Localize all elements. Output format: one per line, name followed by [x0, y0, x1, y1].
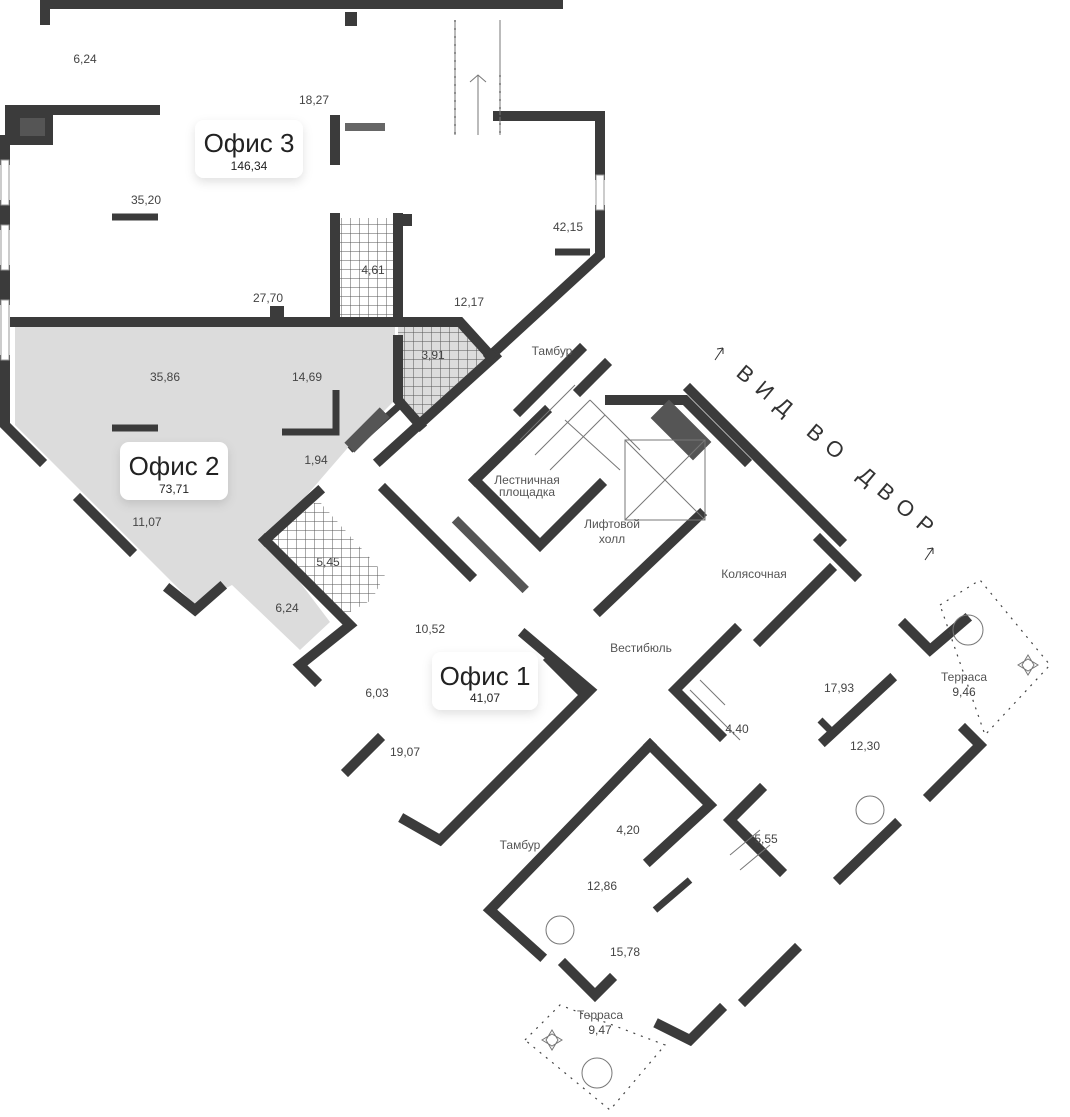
room-area: 4,20 [616, 823, 640, 837]
office-1-tag[interactable]: Офис 1 41,07 [432, 652, 538, 710]
room-area: 10,52 [415, 622, 445, 636]
room-name: Тамбур [500, 838, 541, 852]
room-area: 6,24 [73, 52, 97, 66]
room-area: 6,24 [275, 601, 299, 615]
office-title: Офис 3 [204, 128, 295, 158]
office-area: 73,71 [159, 482, 189, 496]
table-icon [545, 614, 984, 1089]
room-area: 17,93 [824, 681, 854, 695]
terrace-area: 9,46 [952, 685, 976, 699]
room-name: холл [599, 532, 625, 546]
terrace-bottom-outline [524, 1004, 667, 1111]
room-area: 35,86 [150, 370, 180, 384]
office-3-tag[interactable]: Офис 3 146,34 [195, 120, 303, 178]
terrace-right-outline [939, 579, 1051, 737]
room-area: 5,45 [316, 555, 340, 569]
bathroom-4-61 [340, 218, 395, 318]
room-area: 35,20 [131, 193, 161, 207]
room-area: 42,15 [553, 220, 583, 234]
room-area: 12,30 [850, 739, 880, 753]
room-area: 15,78 [610, 945, 640, 959]
room-area: 6,03 [365, 686, 389, 700]
office-title: Офис 1 [440, 661, 531, 691]
room-name: Тамбур [532, 344, 573, 358]
arrow-up-right-icon [924, 547, 934, 561]
room-area: 19,07 [390, 745, 420, 759]
room-name: Вестибюль [610, 641, 672, 655]
terrace-label: Терраса [577, 1008, 623, 1022]
room-area: 4,61 [361, 263, 385, 277]
room-name: площадка [499, 485, 555, 499]
room-area: 11,07 [132, 515, 161, 529]
walls [0, 0, 988, 1047]
room-area: 4,40 [725, 722, 749, 736]
terrace-label: Терраса [941, 670, 987, 684]
view-label: ВИД ВО ДВОР [732, 360, 947, 546]
office-title: Офис 2 [129, 451, 220, 481]
room-area: 14,69 [292, 370, 322, 384]
room-area: 27,70 [253, 291, 283, 305]
window [0, 299, 10, 361]
room-area: 5,55 [754, 832, 778, 846]
bathroom-5-45 [272, 500, 385, 615]
terrace-area: 9,47 [588, 1023, 612, 1037]
office-area: 146,34 [231, 159, 268, 173]
room-area: 18,27 [299, 93, 329, 107]
room-area: 12,86 [587, 879, 617, 893]
room-area: 1,94 [304, 453, 328, 467]
window [595, 174, 605, 211]
room-area: 12,17 [454, 295, 484, 309]
room-name: Лестничная [494, 473, 559, 487]
window [0, 224, 10, 271]
window [0, 159, 10, 206]
stairs [454, 20, 771, 871]
bathroom-3-91 [398, 325, 490, 420]
arrow-up-right-icon [714, 347, 724, 361]
flower-icon [541, 654, 1039, 1051]
room-name: Лифтовой [584, 517, 640, 531]
office-area: 41,07 [470, 691, 500, 705]
room-area: 3,91 [421, 348, 445, 362]
room-name: Колясочная [721, 567, 787, 581]
office-2-tag[interactable]: Офис 2 73,71 [120, 442, 228, 500]
